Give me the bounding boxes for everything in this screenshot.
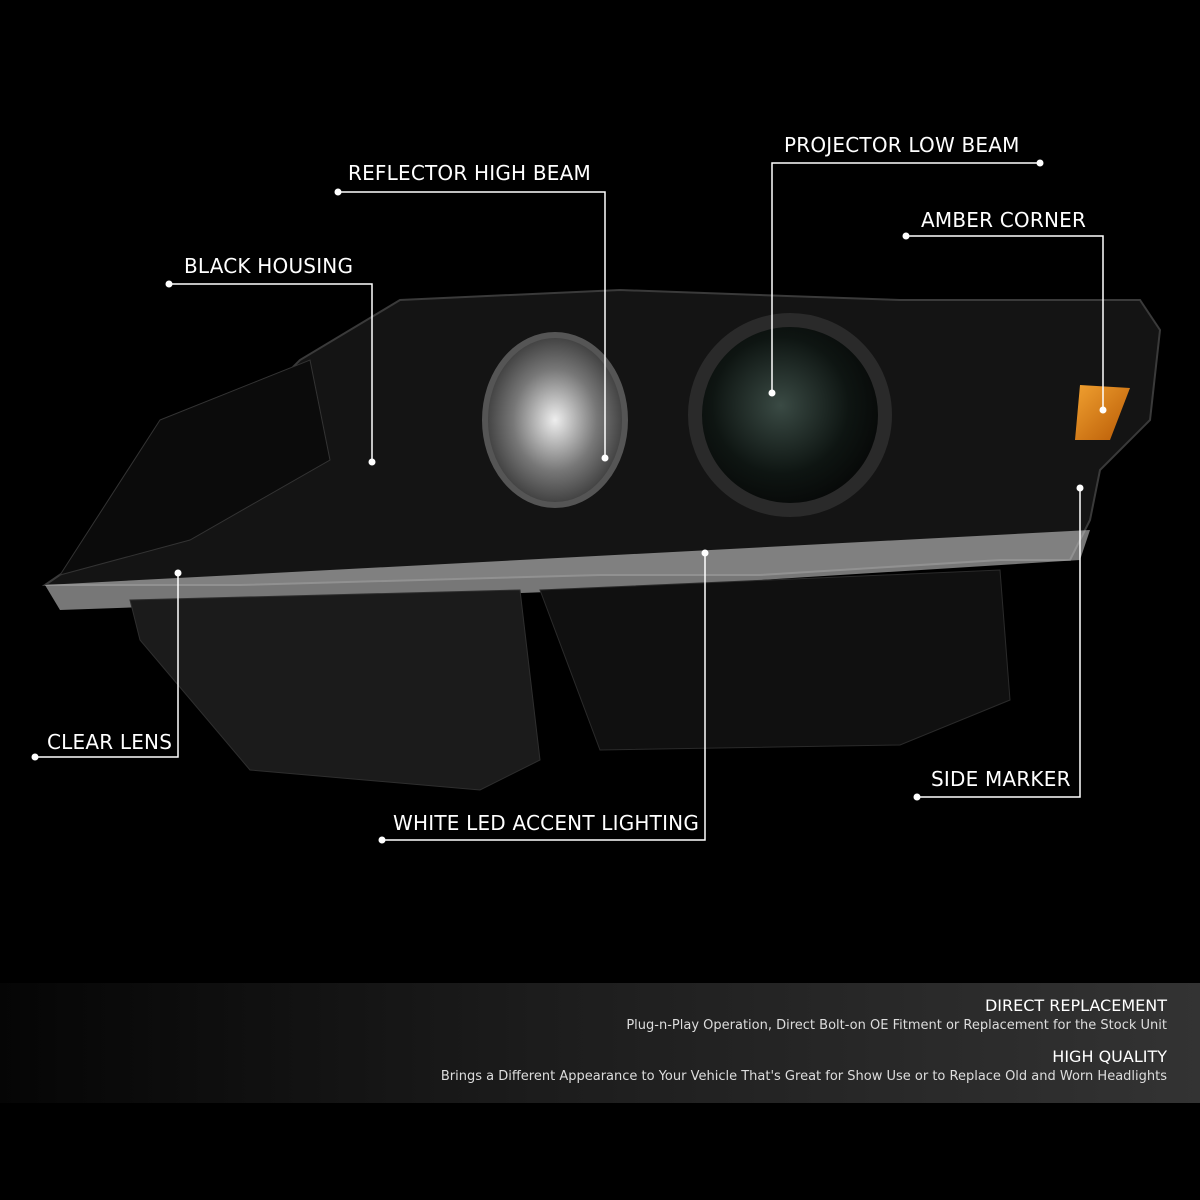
callout-reflector-high-beam: REFLECTOR HIGH BEAM: [348, 161, 591, 185]
callout-amber-corner: AMBER CORNER: [921, 208, 1087, 232]
callout-dots: [31, 159, 1107, 844]
feature1-text: Plug-n-Play Operation, Direct Bolt-on OE…: [626, 1018, 1167, 1033]
feature2-title: HIGH QUALITY: [1052, 1047, 1167, 1066]
callout-clear-lens: CLEAR LENS: [47, 730, 173, 754]
callout-lines: [35, 162, 1104, 841]
callout-projector-low-beam: PROJECTOR LOW BEAM: [784, 133, 1020, 157]
callout-white-led: WHITE LED ACCENT LIGHTING: [393, 811, 700, 835]
callout-side-marker: SIDE MARKER: [931, 767, 1071, 791]
reflector-high-beam: [482, 332, 628, 508]
feature1-title: DIRECT REPLACEMENT: [984, 996, 1167, 1015]
feature-banner: DIRECT REPLACEMENT Plug-n-Play Operation…: [0, 983, 1200, 1103]
callout-black-housing: BLACK HOUSING: [184, 254, 354, 278]
projector-low-beam: [688, 313, 892, 517]
feature2-text: Brings a Different Appearance to Your Ve…: [440, 1069, 1167, 1084]
